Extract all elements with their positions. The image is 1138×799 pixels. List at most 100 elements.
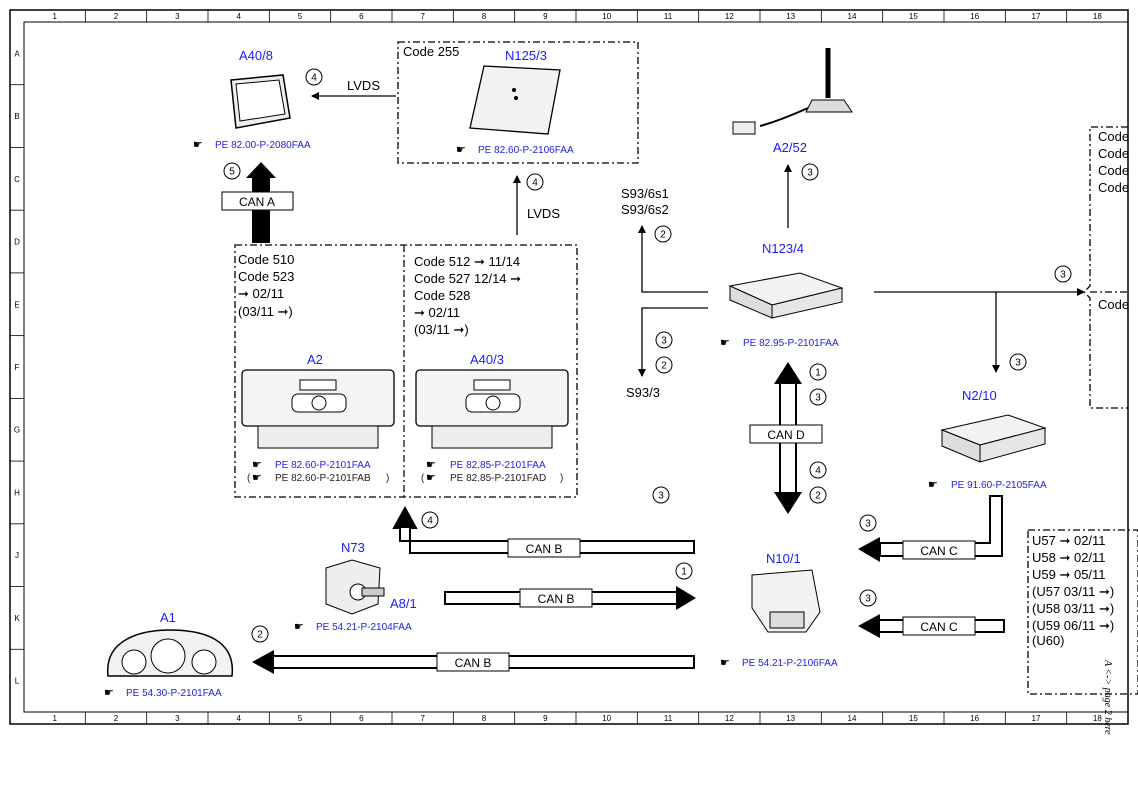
a40-8-ref: PE 82.00-P-2080FAA: [215, 140, 311, 151]
marker-circle: 3: [652, 486, 670, 504]
frame-inner: [23, 21, 1129, 713]
n123-4-label: N123/4: [762, 241, 804, 256]
manual-ref-icon: ☛: [720, 656, 730, 669]
lvds-label-top: LVDS: [347, 78, 380, 93]
marker-circle: 4: [526, 173, 544, 191]
grid-row-F: F: [15, 363, 20, 372]
a1-ref: PE 54.30-P-2101FAA: [126, 688, 222, 699]
s93-up-line: [638, 225, 708, 293]
grid-row-J: J: [15, 551, 19, 560]
grid-col-11: 11: [664, 12, 673, 21]
radio-group-box: [234, 244, 578, 498]
grid-row-E: E: [14, 300, 19, 309]
grid-col-4: 4: [236, 12, 241, 21]
marker-circle: 4: [305, 68, 323, 86]
a1-label: A1: [160, 610, 176, 625]
svg-text:4: 4: [311, 73, 317, 84]
n125-3-code: Code 255: [403, 44, 459, 59]
svg-text:4: 4: [427, 516, 433, 527]
variants-box: [1027, 529, 1138, 695]
svg-text:4: 4: [815, 466, 821, 477]
grid-row-C: C: [14, 175, 20, 184]
instrument-cluster-icon: [107, 629, 233, 677]
can-b-bus-1: CAN B: [392, 505, 695, 558]
n73-ref: PE 54.21-P-2104FAA: [316, 622, 412, 633]
can-c-bus-1: CAN C: [858, 495, 1003, 562]
svg-text:Code: Code: [1098, 180, 1129, 195]
marker-circle: 2: [809, 486, 827, 504]
grid-col-9: 9: [543, 12, 548, 21]
n10-1-ref: PE 54.21-P-2106FAA: [742, 658, 838, 669]
grid-col-8: 8: [482, 12, 487, 21]
n10-1-label: N10/1: [766, 551, 801, 566]
n123-4-ref: PE 82.95-P-2101FAA: [743, 338, 839, 349]
can-b-bus-2: CAN B: [444, 586, 696, 610]
marker-circle: 2: [655, 356, 673, 374]
svg-text:3: 3: [661, 336, 667, 347]
grid-col-1: 1: [52, 12, 57, 21]
grid-col-17: 17: [1032, 714, 1041, 723]
svg-text:2: 2: [815, 491, 821, 502]
marker-circle: 2: [654, 225, 672, 243]
grid-col-10: 10: [602, 12, 611, 21]
svg-text:U57 ➞ 02/11: U57 ➞ 02/11: [1032, 533, 1106, 548]
grid-col-15: 15: [909, 714, 918, 723]
svg-text:Code 512 ➞ 11/14: Code 512 ➞ 11/14: [414, 254, 520, 269]
marker-circle: 1: [675, 562, 693, 580]
variants-list: U57 ➞ 02/11 U58 ➞ 02/11 U59 ➞ 05/11 (U57…: [1032, 533, 1114, 648]
manual-ref-icon: ☛: [252, 471, 262, 484]
svg-text:CAN B: CAN B: [526, 542, 563, 556]
grid-row-H: H: [14, 488, 20, 497]
svg-text:1: 1: [681, 567, 687, 578]
n125-3-label: N125/3: [505, 48, 547, 63]
a40-3-label: A40/3: [470, 352, 504, 367]
grid-col-7: 7: [420, 714, 425, 723]
marker-circle: 3: [1054, 265, 1072, 283]
marker-circle: 3: [859, 514, 877, 532]
grid-col-5: 5: [298, 714, 303, 723]
svg-text:CAN C: CAN C: [920, 544, 958, 558]
svg-text:U59 ➞ 05/11: U59 ➞ 05/11: [1032, 567, 1106, 582]
s93-3-label: S93/3: [626, 385, 660, 400]
svg-text:Code 528: Code 528: [414, 288, 470, 303]
marker-circle: 3: [1009, 353, 1027, 371]
ignition-switch-icon: [325, 559, 385, 615]
a40-3-ref-2-close: ): [560, 473, 563, 484]
a40-3-ref-2-open: (: [421, 473, 425, 484]
svg-text:CAN C: CAN C: [920, 620, 958, 634]
grid-col-14: 14: [848, 12, 857, 21]
left-box-codes: Code 510 Code 523 ➞ 02/11 (03/11 ➞): [238, 252, 294, 319]
svg-text:Code 523: Code 523: [238, 269, 294, 284]
grid-col-17: 17: [1032, 12, 1041, 21]
control-unit-icon: [940, 414, 1047, 463]
svg-text:3: 3: [658, 491, 664, 502]
n125-3-ref: PE 82.60-P-2106FAA: [478, 145, 574, 156]
svg-text:(U59 06/11 ➞): (U59 06/11 ➞): [1032, 618, 1114, 633]
page-link-note: A <-> page 2 here: [1102, 659, 1113, 735]
manual-ref-icon: ☛: [720, 336, 730, 349]
svg-text:4: 4: [532, 178, 538, 189]
radio-unit-icon: [241, 369, 395, 449]
grid-col-18: 18: [1093, 12, 1102, 21]
marker-circle: 4: [809, 461, 827, 479]
manual-ref-icon: ☛: [456, 143, 466, 156]
manual-ref-icon: ☛: [426, 458, 436, 471]
grid-col-2: 2: [114, 12, 119, 21]
right-box-codes: Code 512 ➞ 11/14 Code 527 12/14 ➞ Code 5…: [414, 254, 521, 337]
radio-unit-icon: [415, 369, 569, 449]
svg-text:3: 3: [815, 393, 821, 404]
svg-text:(03/11 ➞): (03/11 ➞): [238, 304, 293, 319]
grid-col-12: 12: [725, 714, 734, 723]
grid-col-3: 3: [175, 714, 180, 723]
svg-text:CAN B: CAN B: [455, 656, 492, 670]
svg-text:➞ 02/11: ➞ 02/11: [238, 286, 284, 301]
grid-col-11: 11: [664, 714, 673, 723]
grid-col-1: 1: [52, 714, 57, 723]
grid-col-15: 15: [909, 12, 918, 21]
svg-text:3: 3: [1060, 270, 1066, 281]
a40-3-ref-2: PE 82.85-P-2101FAD: [450, 473, 546, 484]
grid-col-5: 5: [298, 12, 303, 21]
grid-col-6: 6: [359, 12, 364, 21]
